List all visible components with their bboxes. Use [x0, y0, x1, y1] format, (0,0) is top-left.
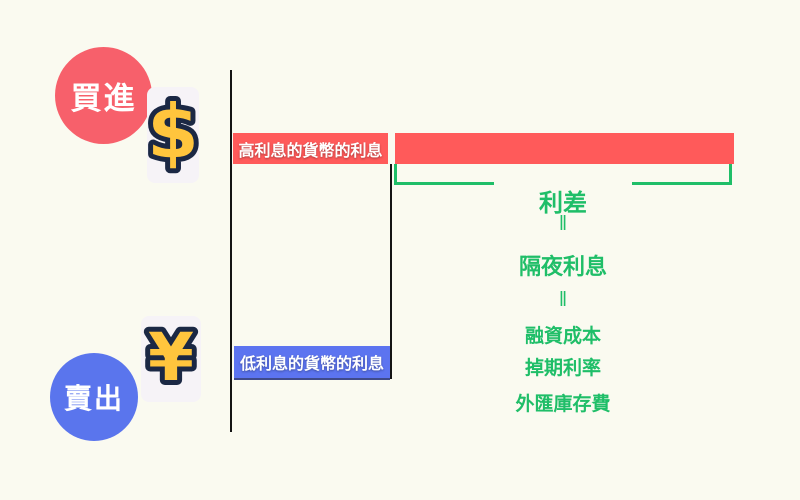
dollar-glyph: $ — [147, 90, 199, 176]
low-interest-bar-label: 低利息的貨幣的利息 — [234, 346, 390, 380]
sell-badge: 賣出 — [50, 353, 138, 441]
high-interest-bar-text: 高利息的貨幣的利息 — [238, 142, 383, 160]
high-interest-bar-label: 高利息的貨幣的利息 — [233, 133, 388, 164]
bracket-left-segment — [394, 182, 494, 185]
bracket-right-segment — [632, 182, 732, 185]
high-interest-bar-fill — [395, 133, 734, 164]
yen-icon: ¥ — [141, 316, 201, 402]
overnight-interest-label: 隔夜利息 — [518, 254, 607, 279]
equals-sign-1: ‖ — [558, 213, 568, 235]
swap-rate-label: 掉期利率 — [524, 358, 601, 379]
spread-bracket — [394, 164, 732, 185]
equals-sign-2: ‖ — [558, 289, 568, 311]
buy-badge: 買進 — [55, 47, 152, 144]
spread-title: 利差 — [539, 190, 587, 217]
buy-badge-label: 買進 — [70, 81, 137, 116]
spread-boundary-line — [390, 164, 392, 379]
financing-cost-label: 融資成本 — [524, 326, 601, 347]
axis-line — [230, 70, 232, 432]
bracket-left-cap — [394, 164, 397, 185]
yen-glyph: ¥ — [148, 319, 194, 396]
fx-inventory-fee-label: 外匯庫存費 — [515, 394, 611, 415]
sell-badge-label: 賣出 — [63, 383, 124, 414]
low-interest-bar-text: 低利息的貨幣的利息 — [239, 356, 384, 373]
dollar-icon: $ — [147, 87, 199, 183]
bracket-right-cap — [729, 164, 732, 185]
